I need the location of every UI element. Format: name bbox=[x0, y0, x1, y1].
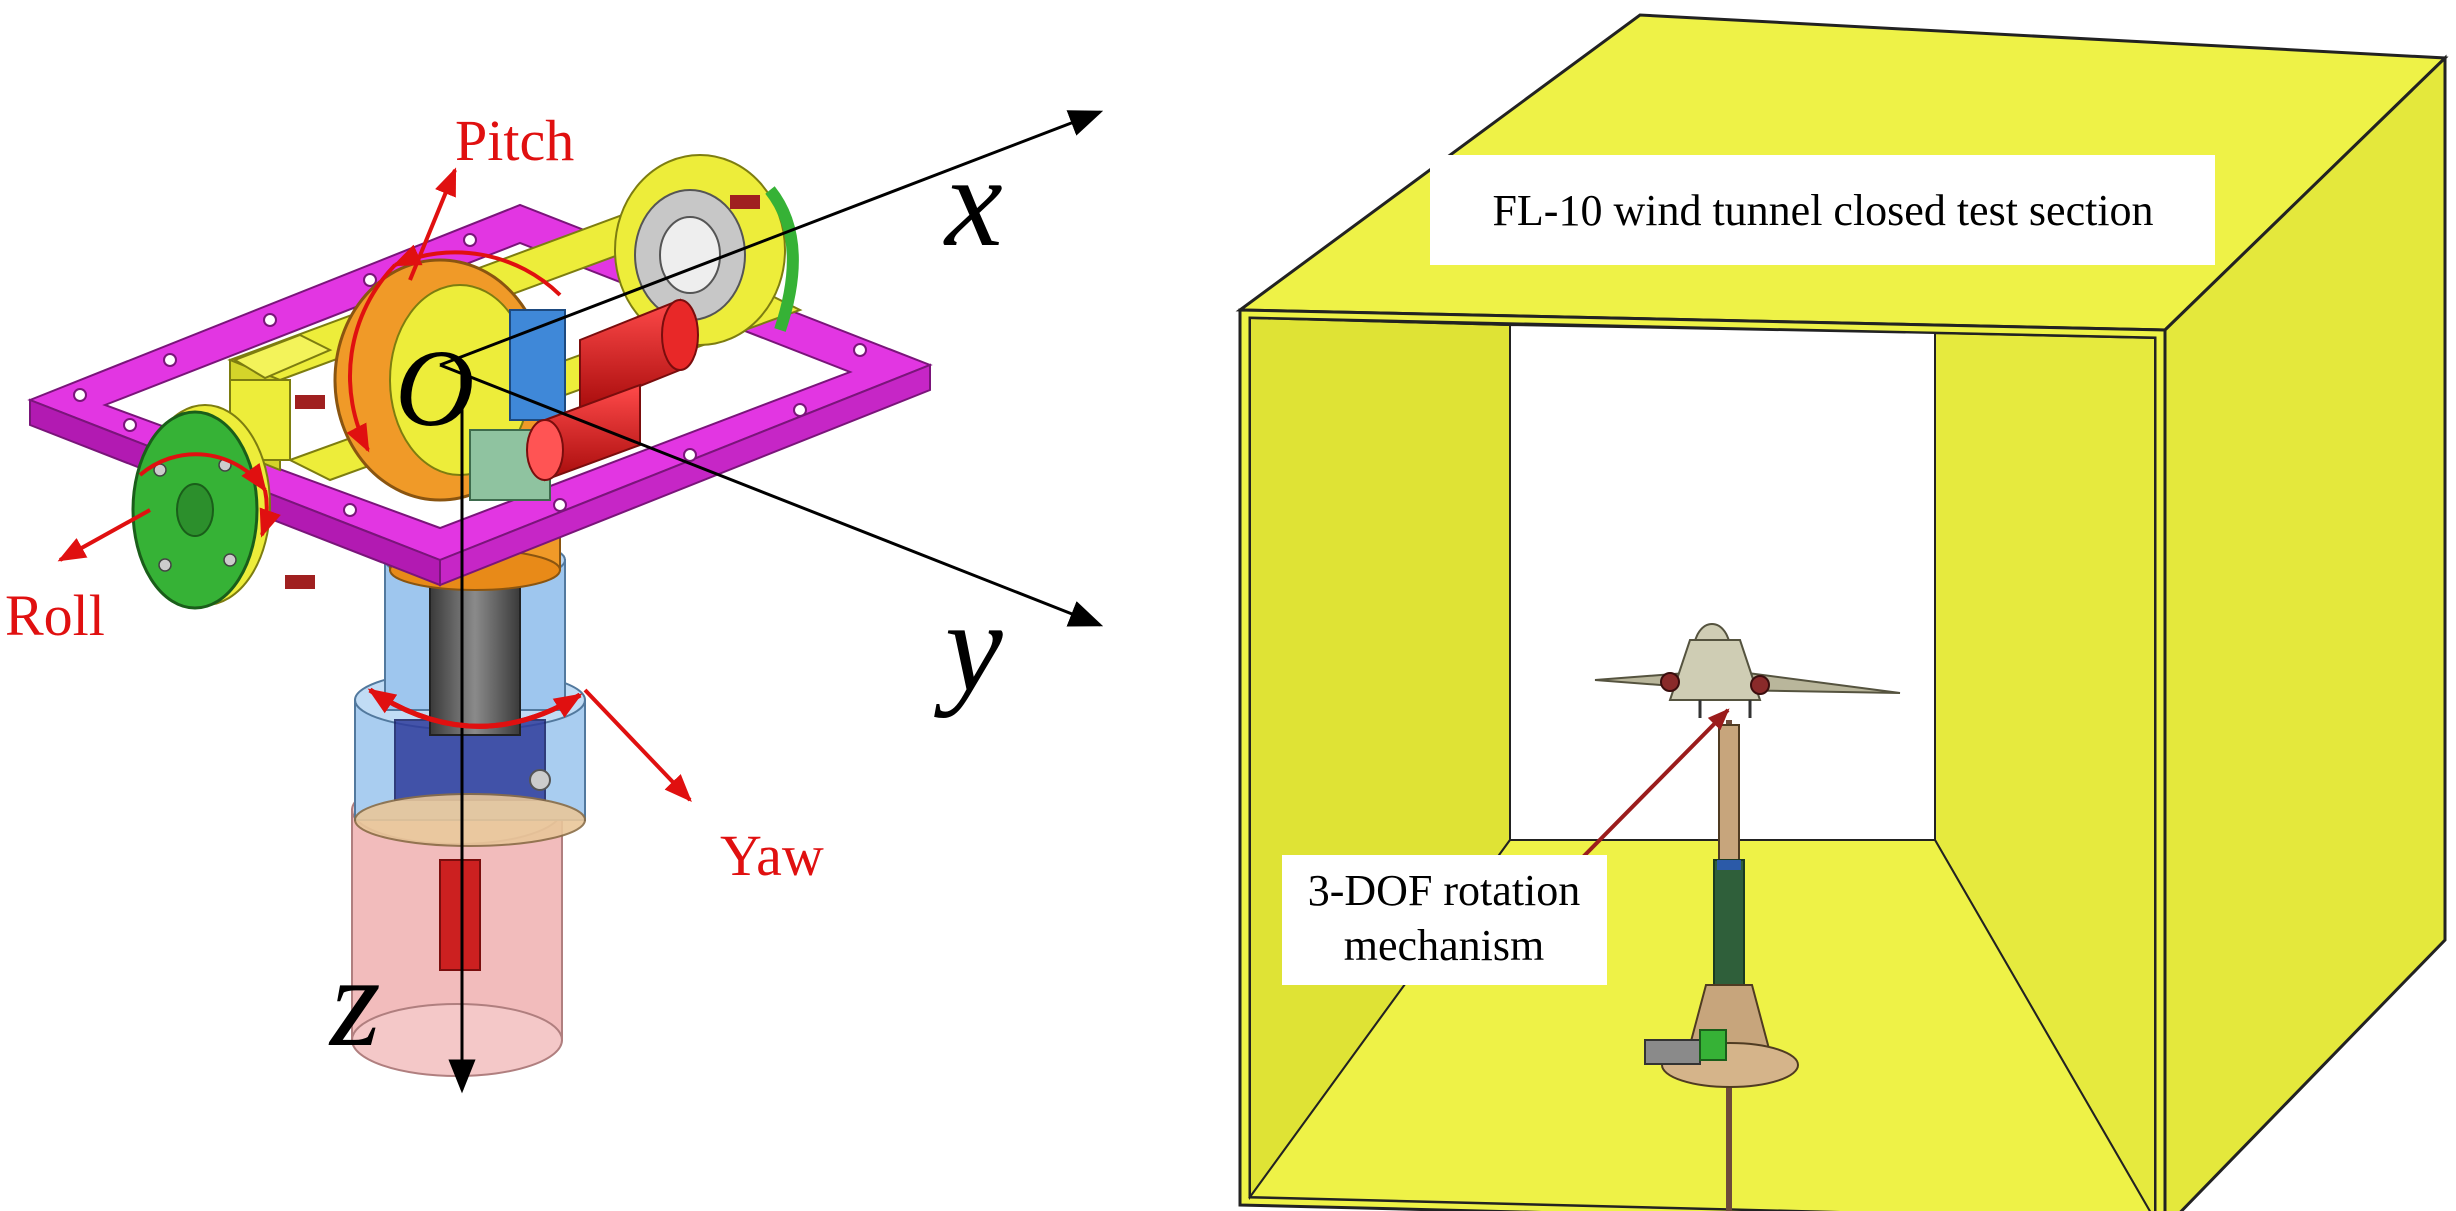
mechanism-pointer-arrow bbox=[1578, 708, 1730, 862]
z-axis-label: z bbox=[328, 930, 381, 1074]
section-label-box: FL-10 wind tunnel closed test section bbox=[1430, 155, 2215, 265]
pitch-annotation bbox=[346, 167, 562, 453]
red-cylinders bbox=[526, 298, 699, 482]
yaw-label: Yaw bbox=[720, 823, 824, 888]
section-label: FL-10 wind tunnel closed test section bbox=[1492, 186, 2153, 235]
y-axis-label: y bbox=[934, 575, 1003, 719]
support-strut bbox=[1644, 720, 1799, 1211]
pitch-label: Pitch bbox=[455, 108, 574, 173]
tunnel-back-opening bbox=[1509, 323, 1936, 841]
roll-annotation bbox=[57, 452, 281, 562]
origin-label: O bbox=[395, 327, 474, 449]
rotation-mechanism-illustration: O x y z Pitch Roll Yaw bbox=[5, 108, 1104, 1094]
wind-tunnel-illustration: FL-10 wind tunnel closed test section 3-… bbox=[1235, 13, 2449, 1211]
mechanism-label-line1: 3-DOF rotation bbox=[1308, 866, 1581, 915]
yaw-annotation bbox=[367, 687, 692, 803]
y-axis bbox=[439, 363, 1104, 627]
roll-label: Roll bbox=[5, 583, 105, 648]
x-axis bbox=[439, 110, 1104, 367]
aircraft-model bbox=[1594, 623, 1901, 718]
mechanism-label-box: 3-DOF rotation mechanism bbox=[1282, 855, 1607, 985]
x-axis-label: x bbox=[943, 130, 1003, 274]
mechanism-label-line2: mechanism bbox=[1344, 921, 1544, 970]
